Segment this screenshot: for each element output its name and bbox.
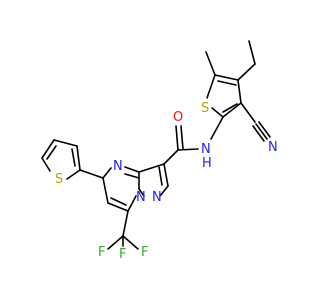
bond (107, 202, 129, 212)
atom-label-sulfur: S (201, 101, 209, 116)
bond (41, 139, 55, 159)
bond (79, 169, 104, 179)
atom-label-nitrogen: N (268, 140, 278, 155)
bond (175, 125, 179, 151)
atom-label-hydrogen: H (202, 156, 212, 171)
atom-label-nitrogen: N (113, 159, 123, 174)
atom-label-nitrogen: N (152, 190, 162, 205)
bond (76, 145, 81, 171)
bond (258, 121, 271, 138)
atom-label-nitrogen: N (136, 190, 146, 205)
bond (211, 107, 224, 118)
bond (210, 116, 224, 140)
bond (110, 197, 127, 206)
bond (138, 188, 145, 197)
bond (163, 163, 169, 187)
bond (159, 185, 169, 197)
atom-label-nitrogen: N (201, 142, 211, 157)
bond (71, 148, 76, 167)
atom-label-sulfur: S (55, 172, 63, 187)
atom-label-fluorine: F (98, 245, 105, 260)
bond (217, 80, 237, 86)
bond (158, 166, 163, 186)
bond (252, 125, 265, 142)
bond (222, 103, 238, 113)
bond (122, 210, 129, 237)
atom-label-fluorine: F (141, 245, 148, 260)
bond (214, 74, 239, 81)
bond (122, 235, 139, 250)
bond (102, 167, 112, 179)
bond (205, 51, 216, 76)
bond (66, 169, 81, 180)
bond (248, 40, 256, 65)
bond (127, 195, 137, 212)
bond (206, 74, 216, 99)
bond (138, 163, 165, 173)
bond (163, 149, 179, 165)
bond (177, 148, 199, 151)
bond (46, 145, 57, 160)
molecule-canvas: S N N H O N N N S F F F (41, 40, 278, 262)
atom-label-fluorine: F (119, 247, 126, 262)
atom-label-oxygen: O (173, 110, 183, 125)
structure-drawing: S N N H O N N N S F F F (41, 40, 278, 262)
bond (102, 177, 109, 204)
bond (255, 123, 268, 140)
bond (124, 173, 140, 179)
bond (124, 166, 140, 173)
atom-labels: S N N H O N N N S F F F (55, 101, 278, 262)
bond (107, 235, 124, 250)
bond (180, 125, 184, 150)
bond (41, 157, 51, 172)
bonds (41, 40, 271, 250)
bond (237, 63, 256, 81)
bond (53, 139, 78, 147)
bond (222, 102, 242, 118)
bond (237, 79, 242, 104)
bond (240, 102, 256, 123)
